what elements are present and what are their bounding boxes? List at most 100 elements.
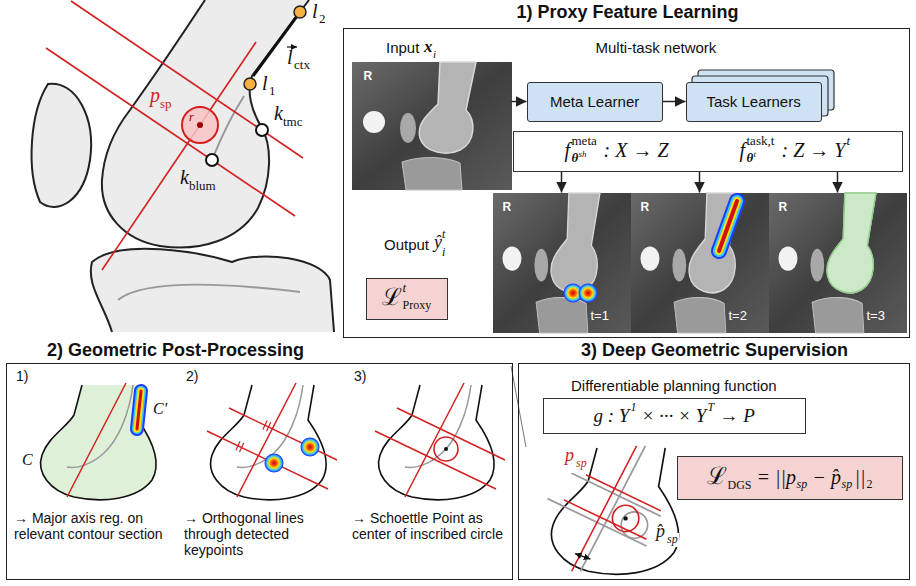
math-text: 1 xyxy=(631,401,637,415)
axis-line xyxy=(102,42,256,270)
heat-band xyxy=(137,391,141,429)
math-symbol: i xyxy=(442,246,445,260)
line-heatmap xyxy=(137,391,141,429)
process-box: Task Learners xyxy=(686,82,822,122)
target-axis xyxy=(581,446,646,571)
output-xray xyxy=(631,193,769,333)
keypoint xyxy=(256,124,268,136)
math-text: : Z → Y xyxy=(782,139,846,162)
point-label: p xyxy=(150,84,160,107)
supervision-figure xyxy=(548,446,679,574)
step-number: 3) xyxy=(354,368,366,384)
point-label: sp xyxy=(160,97,172,112)
patella xyxy=(32,84,91,207)
task-index: t=1 xyxy=(591,309,609,324)
heat-band xyxy=(719,201,737,251)
process-box: Meta Learner xyxy=(527,82,663,122)
math-text: t xyxy=(403,281,407,296)
point-label: 2 xyxy=(319,12,326,27)
circle-center xyxy=(623,516,627,520)
math-symbol: t xyxy=(442,228,445,242)
perp-line xyxy=(229,408,337,460)
heat-band xyxy=(137,391,141,429)
offset-arrow xyxy=(575,554,590,560)
connector-arrow xyxy=(699,172,701,193)
box-label: Task Learners xyxy=(707,93,801,110)
math-text: − p̂ xyxy=(813,466,842,489)
point-label: k xyxy=(180,166,189,189)
femur xyxy=(102,0,309,247)
step-frame xyxy=(207,383,337,500)
axis-line xyxy=(67,383,126,497)
step-frame xyxy=(41,383,156,500)
point-label: tmc xyxy=(283,115,303,130)
line-heatmap xyxy=(719,201,737,251)
math-text: → P xyxy=(720,405,755,427)
math-text: DGS xyxy=(728,479,752,493)
connector-arrow xyxy=(512,101,527,103)
output-image: Rt=1 xyxy=(493,193,631,333)
math-text: × ··· × Y xyxy=(642,405,707,427)
side-marker: R xyxy=(364,70,373,84)
connector-arrow xyxy=(663,101,686,103)
parallel-ticks xyxy=(236,421,271,453)
point-label: blum xyxy=(189,179,216,194)
step-number: 1) xyxy=(16,368,28,384)
math-text: f xyxy=(565,139,571,162)
step-description: → Major axis reg. on relevant contour se… xyxy=(14,510,176,542)
point-label: sp xyxy=(575,457,588,471)
inner-line xyxy=(67,385,133,467)
box-label: Meta Learner xyxy=(550,93,639,110)
perp-line xyxy=(375,431,496,489)
femur-outline xyxy=(551,448,678,574)
math-text: task,t xyxy=(747,134,775,149)
keypoint-heatmap xyxy=(578,283,598,303)
math-text: 2 xyxy=(867,478,873,492)
task-index: t=3 xyxy=(867,309,885,324)
knee-illustration xyxy=(32,0,334,332)
predicted-circle xyxy=(612,505,638,531)
math-symbol: x xyxy=(424,37,433,57)
caption-text: Input xyxy=(386,39,419,56)
inner-line xyxy=(405,385,471,467)
perp-line xyxy=(207,431,328,489)
cortex-point xyxy=(294,6,306,18)
panel: 1) Proxy Feature LearningRMeta LearnerTa… xyxy=(343,28,910,338)
segmentation-mask xyxy=(827,193,876,293)
step-frame xyxy=(375,383,505,500)
connector-arrow xyxy=(837,172,839,193)
panel-heading: 1) Proxy Feature Learning xyxy=(517,2,739,23)
step-number: 2) xyxy=(186,368,198,384)
point-label: 1 xyxy=(269,84,276,99)
keypoint-heatmap xyxy=(300,437,320,457)
xray-images xyxy=(352,62,907,333)
caption-text: Output xyxy=(384,236,429,253)
output-xray xyxy=(493,193,631,333)
caption-text: Multi-task network xyxy=(596,39,717,56)
connector-arrow xyxy=(561,172,563,193)
heat-band xyxy=(719,201,737,251)
perp-line xyxy=(397,408,505,460)
math-text: T xyxy=(708,401,715,415)
point-label: sp xyxy=(666,533,679,547)
math-text: : X → Z xyxy=(604,139,669,162)
keypoint-heatmap xyxy=(264,453,284,473)
axis-line xyxy=(237,383,296,497)
panel: 3) Deep Geometric Supervisiong : Y1× ···… xyxy=(518,363,910,580)
step-description: → Schoettle Point as center of inscribed… xyxy=(352,510,508,542)
panel-heading: 2) Geometric Post-Processing xyxy=(47,340,304,361)
vector-label: ctx xyxy=(294,58,310,73)
panel-heading: 3) Deep Geometric Supervision xyxy=(581,340,848,361)
perp-line xyxy=(46,48,295,216)
tibia-line xyxy=(118,284,300,300)
math-text: ℒ xyxy=(707,463,727,491)
math-text: θ xyxy=(572,151,579,166)
math-text: t xyxy=(754,149,757,159)
contour-label: C′ xyxy=(153,400,167,418)
heat-band xyxy=(137,391,141,429)
math-text: meta xyxy=(572,134,597,149)
contour-label: C xyxy=(22,451,33,469)
predicted-line xyxy=(564,500,647,539)
keypoint xyxy=(206,154,218,166)
output-image: Rt=3 xyxy=(769,193,907,333)
